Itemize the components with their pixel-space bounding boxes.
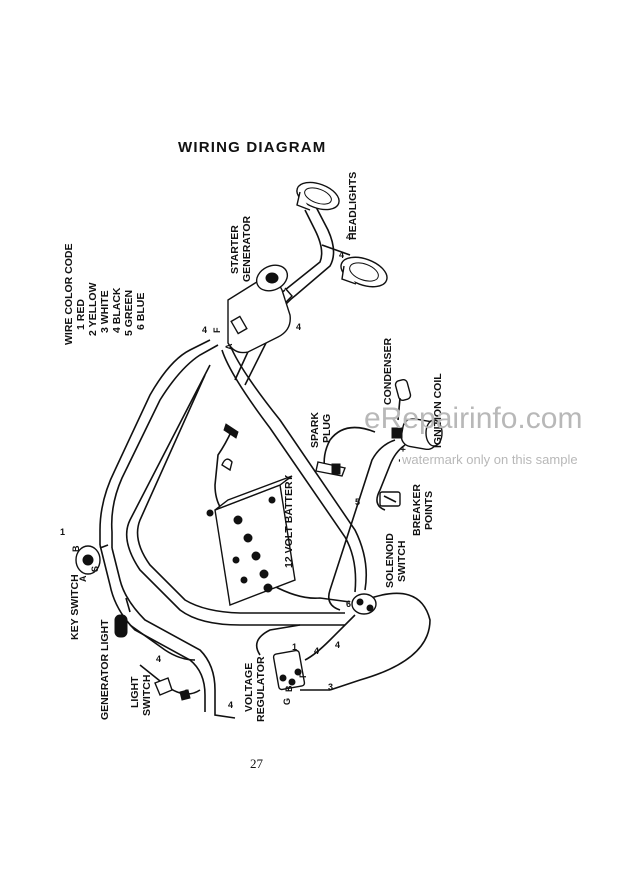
wire-number: 4	[296, 322, 301, 332]
light-switch	[154, 677, 191, 701]
legend-heading: WIRE COLOR CODE	[63, 244, 75, 346]
label-plug: PLUG	[321, 414, 333, 443]
wire-reg-up	[255, 624, 301, 656]
wire-harness	[99, 204, 431, 719]
battery-12v	[214, 475, 296, 606]
terminal-key-s: S	[90, 566, 100, 572]
wire-spark-lead	[323, 426, 376, 471]
label-voltage: VOLTAGE	[243, 663, 255, 712]
wire-number: 4	[156, 654, 161, 664]
terminal-gen-f: F	[212, 327, 222, 333]
starter-generator	[227, 264, 293, 354]
terminal-key-b: B	[71, 545, 81, 552]
wire-number: 1	[60, 527, 65, 537]
terminal-reg-g: G	[282, 698, 292, 705]
wire-coil-to-solenoid	[327, 439, 396, 611]
label-key-switch: KEY SWITCH	[69, 574, 81, 640]
legend-item-black: 4 BLACK	[111, 287, 123, 333]
wire-gen-to-key	[99, 339, 211, 545]
wire-battery-pos	[271, 584, 351, 603]
watermark-note: watermark only on this sample	[401, 452, 578, 467]
wire-number: 4	[335, 640, 340, 650]
terminal-key-a: A	[78, 575, 88, 582]
label-headlights: HEADLIGHTS	[347, 172, 359, 240]
label-regulator: REGULATOR	[255, 656, 267, 722]
legend-item-red: 1 RED	[75, 299, 87, 330]
page-number: 27	[250, 756, 263, 771]
terminal-reg-f: F	[298, 672, 308, 678]
wire-left-lower	[111, 547, 236, 719]
wire-number: 4	[339, 250, 344, 260]
legend-item-green: 5 GREEN	[123, 290, 135, 336]
spark-plug	[315, 461, 346, 477]
legend-item-blue: 6 BLUE	[135, 293, 147, 330]
ignition-coil	[391, 417, 443, 451]
label-battery: 12 VOLT BATTERY	[283, 475, 295, 568]
voltage-regulator	[272, 649, 306, 691]
label-light-switch: SWITCH	[141, 675, 153, 716]
label-points: POINTS	[423, 491, 435, 530]
terminal-coil-minus: -	[394, 459, 404, 462]
wire-left-lower-2	[99, 544, 206, 712]
wire-gen-to-solenoid-2	[221, 349, 357, 593]
label-generator: GENERATOR	[241, 215, 253, 282]
wire-solenoid-loop	[329, 592, 431, 691]
wire-number: 4	[202, 325, 207, 335]
label-solenoid-switch: SWITCH	[396, 541, 408, 582]
watermark-brand: eRepairinfo.com	[364, 402, 582, 435]
ground-clamp	[206, 423, 239, 517]
wire-inner-loop-2	[136, 374, 345, 614]
wire-number: 5	[355, 497, 360, 507]
condenser	[394, 378, 412, 421]
label-breaker: BREAKER	[411, 484, 423, 536]
wire-gen-to-key-2	[110, 344, 219, 548]
label-starter: STARTER	[229, 225, 241, 274]
page-title: WIRING DIAGRAM	[178, 139, 327, 156]
wire-number: 4	[228, 700, 233, 710]
label-solenoid: SOLENOID	[384, 533, 396, 588]
wire-number: 1	[292, 642, 297, 652]
headlight-upper	[296, 181, 340, 211]
label-spark: SPARK	[309, 412, 321, 448]
generator-light	[114, 597, 131, 638]
wire-gen-light	[129, 624, 196, 661]
terminal-gen-a: A	[224, 343, 234, 350]
wire-number: 4	[346, 232, 351, 242]
wire-number: 2	[184, 688, 189, 698]
terminal-reg-b: B	[284, 685, 294, 692]
solenoid-switch	[351, 593, 377, 615]
wire-headlight-2	[321, 244, 351, 256]
wire-solenoid-to-reg	[304, 614, 356, 661]
wire-battery-neg	[214, 429, 233, 511]
legend-item-white: 3 WHITE	[99, 290, 111, 333]
wire-number: 6	[346, 599, 351, 609]
wire-coil-to-points	[376, 444, 406, 511]
wire-inner-loop	[125, 364, 345, 626]
wire-number: 3	[328, 682, 333, 692]
terminal-coil-plus: +	[398, 447, 408, 452]
legend-item-yellow: 2 YELLOW	[87, 282, 99, 336]
wire-gen-to-solenoid	[229, 344, 368, 591]
key-switch	[75, 544, 109, 575]
label-generator-light: GENERATOR LIGHT	[99, 619, 111, 720]
breaker-points	[379, 491, 401, 507]
wire-number: 4	[314, 646, 319, 656]
headlight-lower	[340, 256, 388, 288]
label-ignition-coil: IGNITION COIL	[432, 373, 444, 448]
label-condenser: CONDENSER	[382, 337, 394, 405]
label-light: LIGHT	[129, 676, 141, 708]
